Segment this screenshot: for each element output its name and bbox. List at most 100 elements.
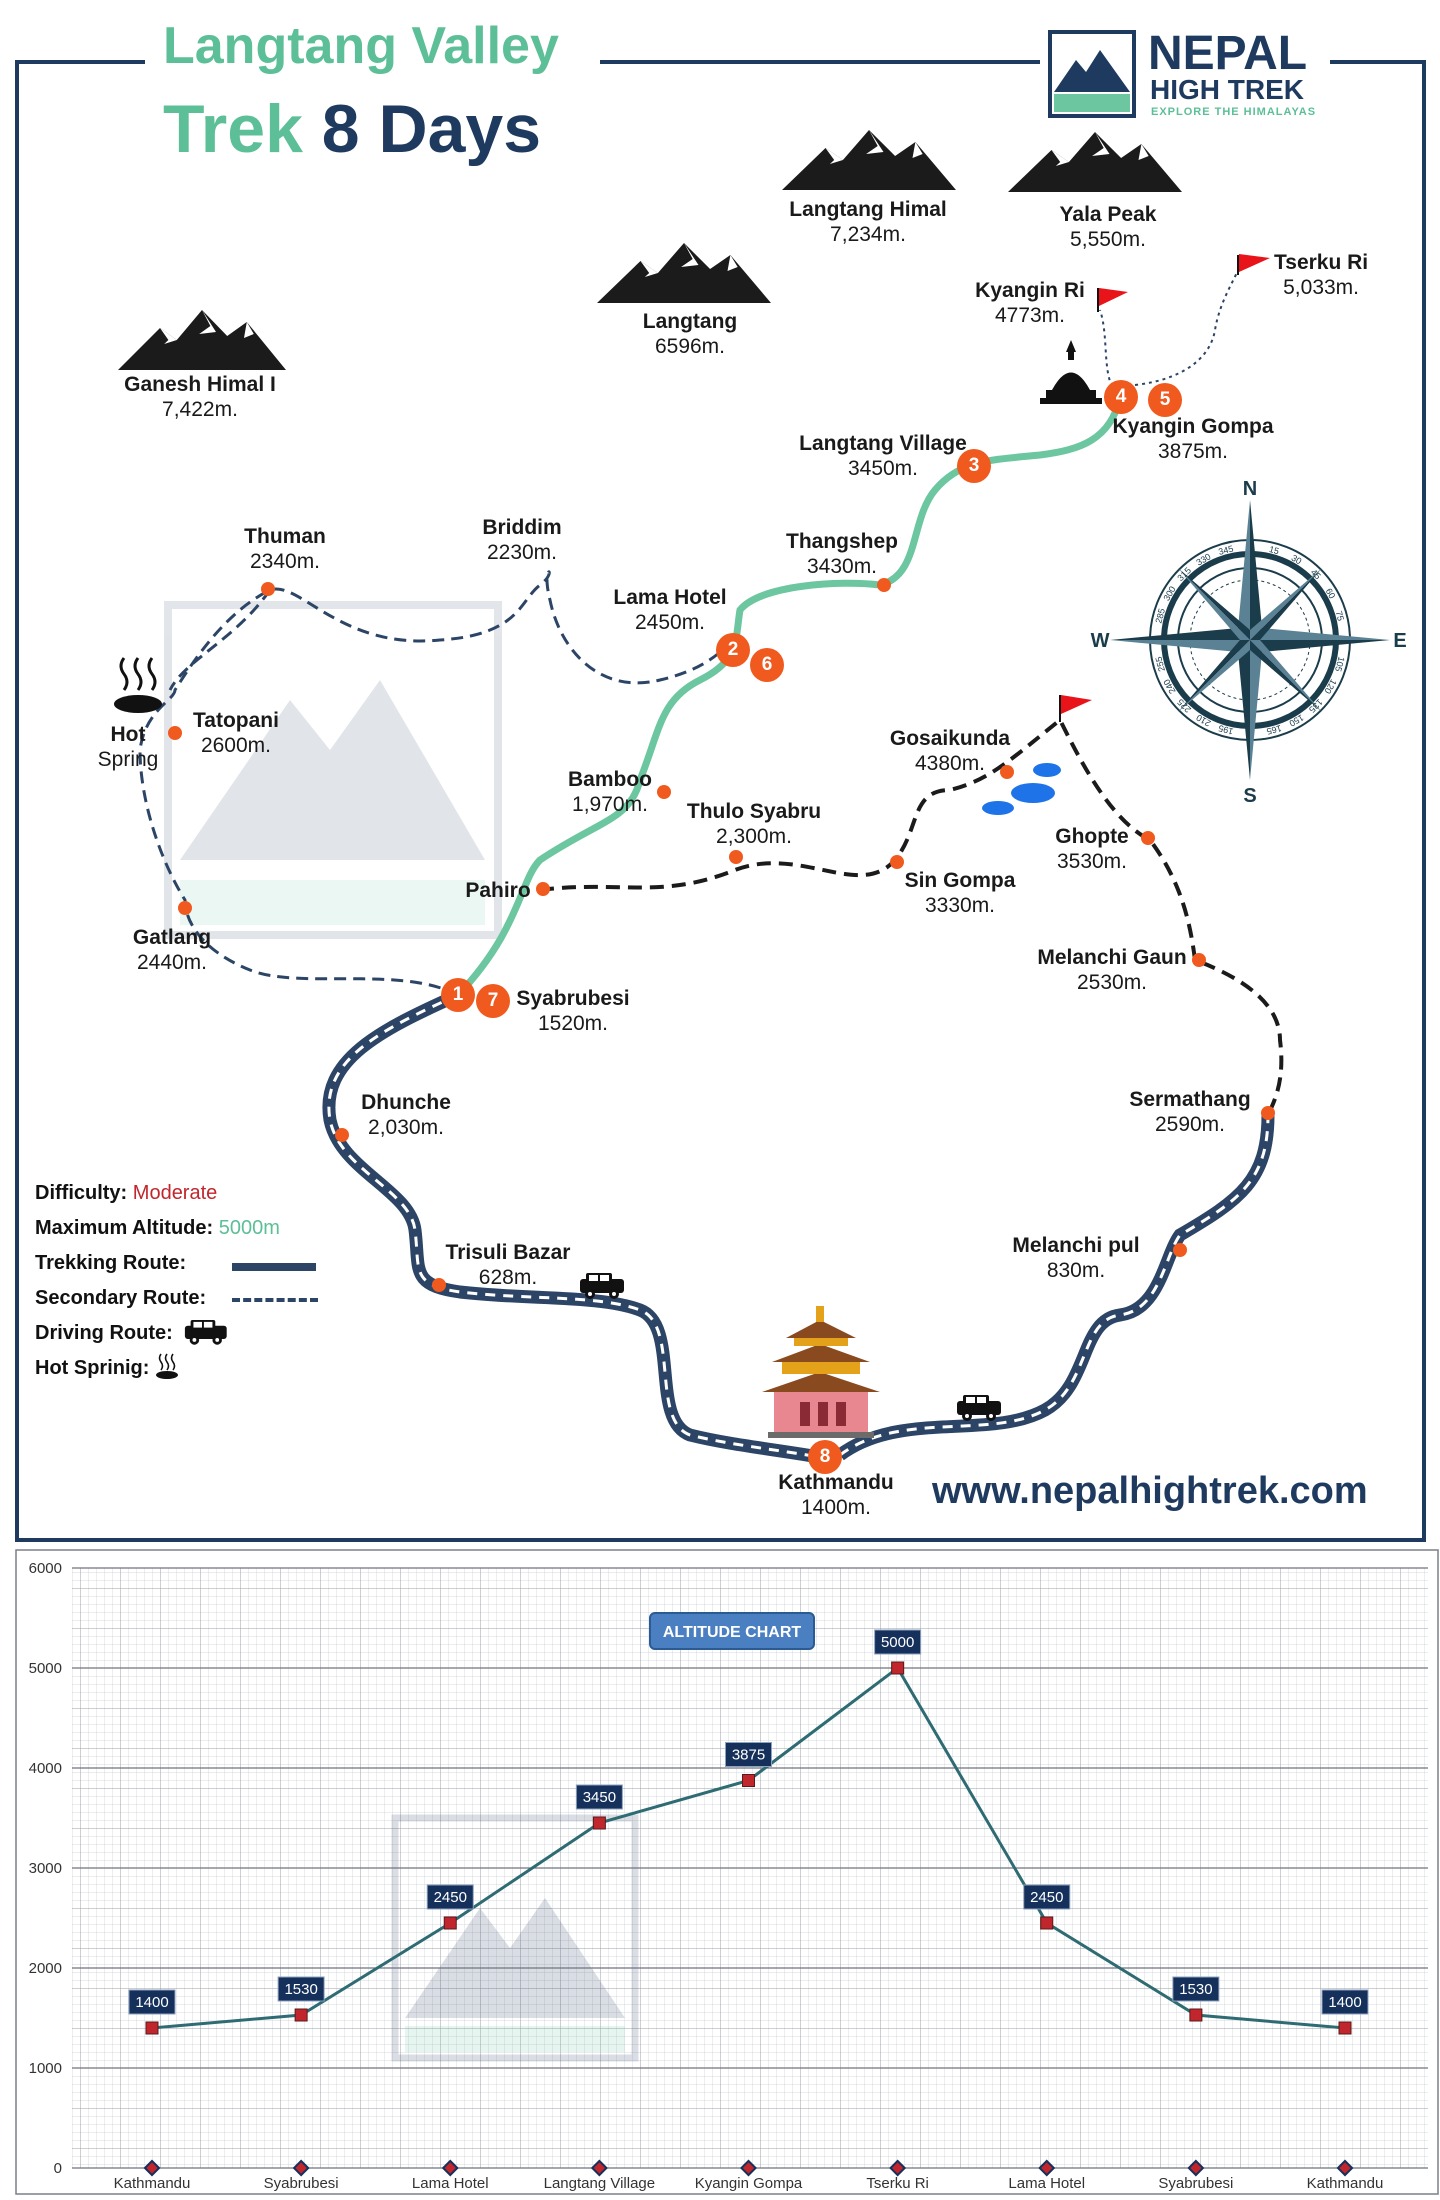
x-category-label: Lama Hotel xyxy=(412,2175,489,2192)
stop-marker-5: 5 xyxy=(1148,383,1182,417)
legend-driving-route: Driving Route: xyxy=(35,1322,173,1344)
data-label: 5000 xyxy=(881,1634,914,1651)
title-line-1: Langtang Valley xyxy=(163,17,559,75)
data-label: 2450 xyxy=(434,1889,467,1906)
chart-watermark xyxy=(391,1814,639,2062)
data-label-box xyxy=(1023,1884,1071,1910)
altitude-point xyxy=(891,1661,905,1675)
y-tick-label: 6000 xyxy=(29,1560,62,1577)
x-tick-marker xyxy=(441,2159,459,2177)
watermark xyxy=(164,601,502,939)
data-label: 3450 xyxy=(583,1789,616,1806)
brand-logo: NEPAL HIGH TREK EXPLORE THE HIMALAYAS xyxy=(1048,27,1338,120)
x-category-label: Lama Hotel xyxy=(1008,2175,1085,2192)
data-label: 1530 xyxy=(284,1981,317,1998)
stop-marker-7: 7 xyxy=(476,984,510,1018)
compass-rose: N S E W 15304560751051201351501651952102… xyxy=(1091,478,1407,807)
frame xyxy=(15,60,1426,1542)
altitude-point xyxy=(294,2008,308,2022)
x-category-label: Kathmandu xyxy=(1307,2175,1384,2192)
data-label-box xyxy=(1172,1976,1220,2002)
data-label-box xyxy=(128,1989,176,2015)
title-days: 8 Days xyxy=(321,91,542,167)
stop-marker-1: 1 xyxy=(441,978,475,1012)
compass-degree-label: 15 xyxy=(1268,544,1280,556)
mountain-icon xyxy=(1008,132,1182,192)
compass-s: S xyxy=(1243,785,1256,807)
y-tick-label: 3000 xyxy=(29,1860,62,1877)
compass-degree-label: 195 xyxy=(1217,723,1234,737)
data-label-box xyxy=(426,1884,474,1910)
compass-n: N xyxy=(1243,478,1257,500)
stop-marker-6: 6 xyxy=(750,648,784,682)
altitude-point xyxy=(592,1816,606,1830)
data-label: 1400 xyxy=(1328,1994,1361,2011)
chart-title: ALTITUDE CHART xyxy=(663,1624,802,1641)
altitude-point xyxy=(742,1774,755,1787)
legend-secondary-route: Secondary Route: xyxy=(35,1287,207,1309)
jeep-icon xyxy=(957,1395,1001,1421)
y-gridlines xyxy=(72,1567,1428,2169)
legend-difficulty: Difficulty: Moderate xyxy=(35,1182,218,1204)
place-dots xyxy=(168,578,1275,1292)
legend-hot-spring-icon xyxy=(156,1353,178,1379)
x-tick-marker xyxy=(143,2159,161,2177)
legend-trekking-line xyxy=(232,1263,316,1271)
stop-marker-3: 3 xyxy=(957,449,991,483)
x-category-label: Kyangin Gompa xyxy=(695,2175,803,2192)
mountain-icon xyxy=(782,130,956,190)
data-label-box xyxy=(277,1976,325,2002)
website-url[interactable]: www.nepalhightrek.com xyxy=(932,1470,1368,1512)
mountain-icon xyxy=(597,243,771,303)
x-tick-marker xyxy=(1038,2159,1056,2177)
x-tick-marker xyxy=(292,2159,310,2177)
x-category-label: Tserku Ri xyxy=(866,2175,929,2192)
hot-spring-icon xyxy=(114,657,162,713)
data-label-box xyxy=(1321,1989,1369,2015)
compass-degree-label: 60 xyxy=(1324,587,1338,601)
x-category-label: Syabrubesi xyxy=(1158,2175,1233,2192)
x-tick-marker xyxy=(590,2159,608,2177)
stop-marker-8: 8 xyxy=(808,1440,842,1474)
brand-sub: HIGH TREK xyxy=(1150,74,1304,105)
legend-trekking-route: Trekking Route: xyxy=(35,1252,187,1274)
compass-degree-label: 345 xyxy=(1217,543,1234,557)
mountain-icon xyxy=(118,310,286,370)
brand-name: NEPAL xyxy=(1148,27,1308,80)
brand-tagline: EXPLORE THE HIMALAYAS xyxy=(1151,106,1317,118)
flag-icon xyxy=(1059,695,1092,722)
altitude-point xyxy=(145,2021,159,2035)
flag-icon xyxy=(1097,288,1128,312)
data-label: 3875 xyxy=(732,1747,765,1764)
y-tick-label: 2000 xyxy=(29,1960,62,1977)
x-category-label: Langtang Village xyxy=(544,2175,656,2192)
route-map: N S E W 15304560751051201351501651952102… xyxy=(15,60,1426,1542)
gosaikunda-route xyxy=(539,716,1284,1116)
title-trek: Trek xyxy=(163,91,303,167)
